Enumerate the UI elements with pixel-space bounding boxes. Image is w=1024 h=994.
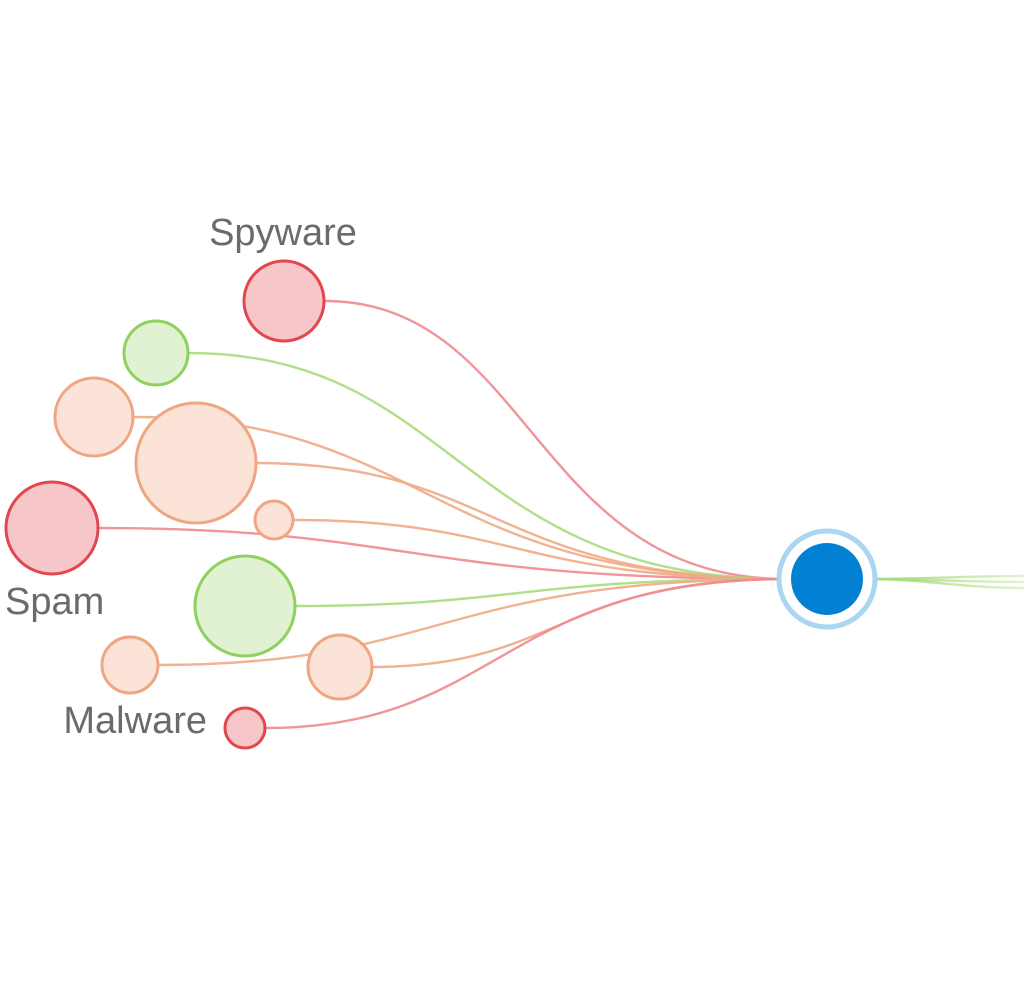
- target-hub[interactable]: [776, 528, 878, 630]
- warning-node-2[interactable]: [134, 401, 258, 525]
- safe-node-1[interactable]: [122, 319, 190, 387]
- edge-warning-node-4: [157, 577, 788, 667]
- spam-node[interactable]: [4, 480, 100, 576]
- safe-node-2[interactable]: [193, 554, 297, 658]
- warning-node-5[interactable]: [306, 633, 374, 701]
- warning-node-3[interactable]: [253, 499, 295, 541]
- warning-node-1[interactable]: [53, 376, 135, 458]
- edge-spyware-node: [323, 299, 788, 581]
- spyware-label: Spyware: [209, 212, 357, 254]
- hub-node[interactable]: [791, 543, 863, 615]
- outgoing-edge-3: [866, 577, 1024, 590]
- malware-node[interactable]: [223, 706, 267, 750]
- malware-label: Malware: [63, 700, 207, 742]
- warning-node-4[interactable]: [100, 635, 160, 695]
- spyware-node[interactable]: [242, 259, 326, 343]
- nodes: [4, 259, 374, 750]
- outgoing-edges: [866, 574, 1024, 590]
- edge-warning-node-3: [292, 518, 788, 581]
- spam-label: Spam: [5, 581, 104, 623]
- edge-malware-node: [264, 577, 788, 730]
- edge-safe-node-1: [187, 351, 788, 581]
- edge-spam-node: [97, 526, 788, 581]
- edge-warning-node-2: [255, 461, 788, 581]
- edge-safe-node-2: [294, 577, 788, 608]
